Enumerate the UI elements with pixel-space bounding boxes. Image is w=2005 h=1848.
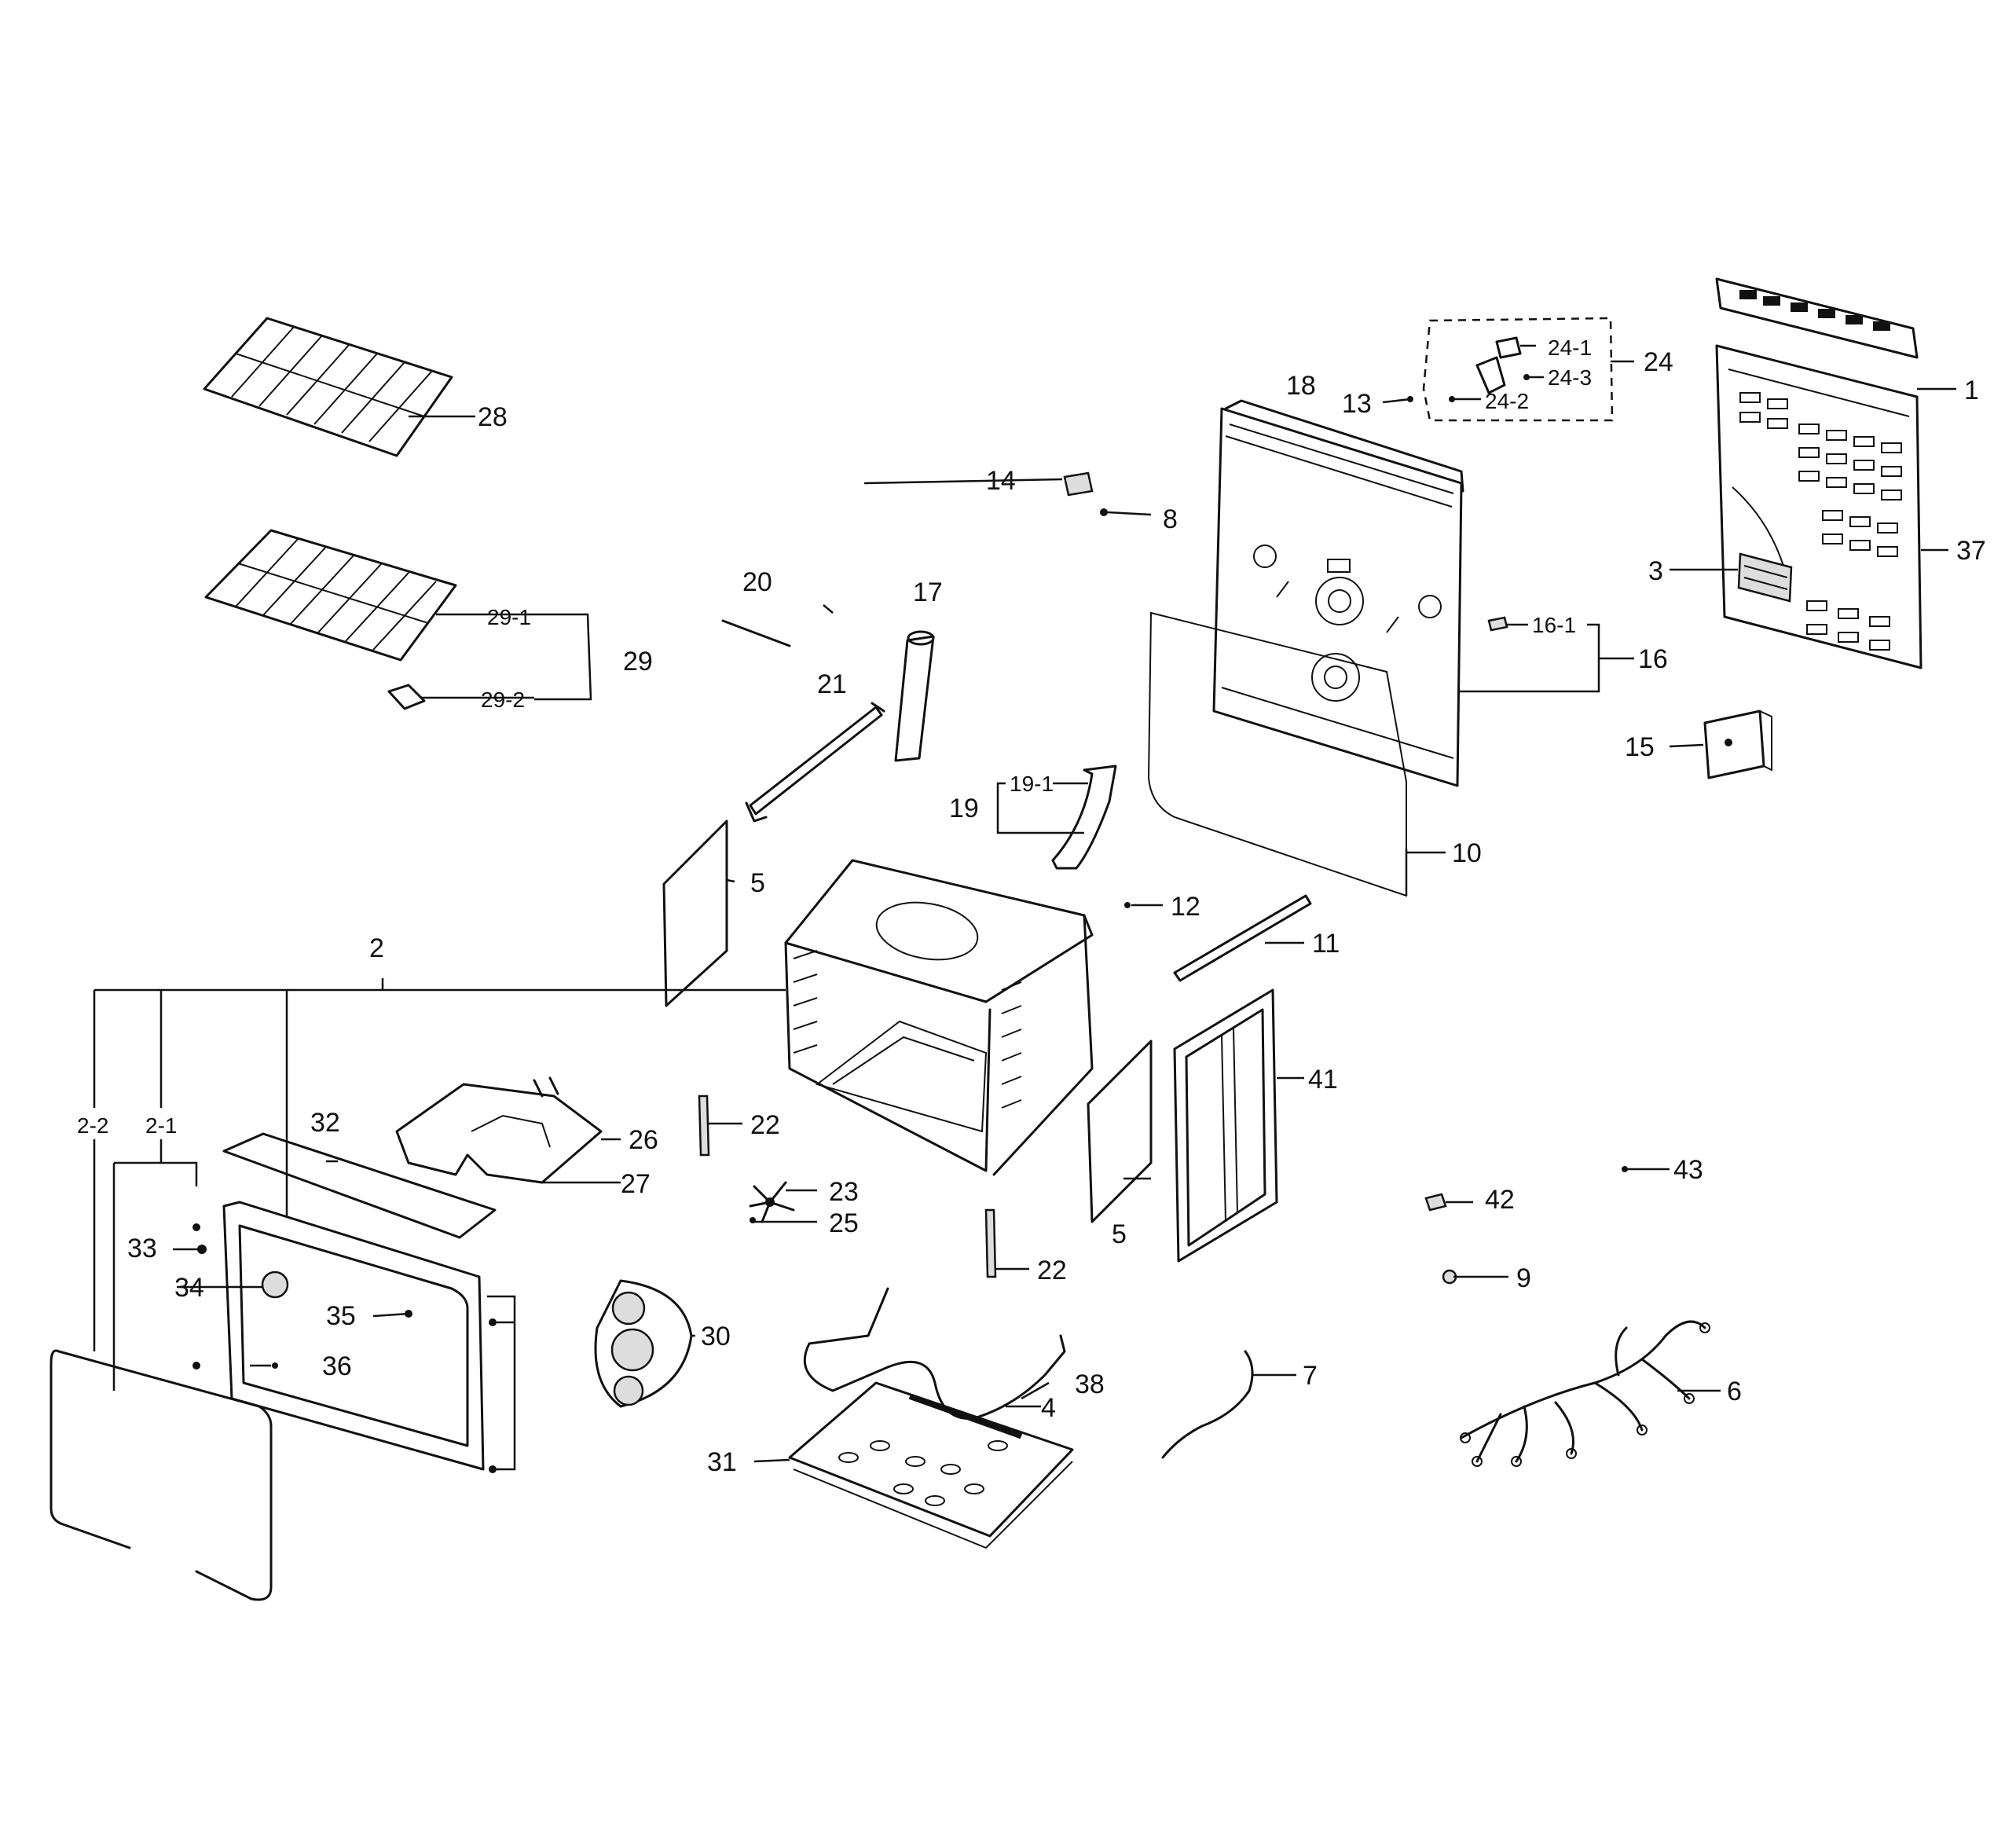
thermal-fuse-16-1	[1487, 616, 1508, 632]
label-29-2: 29-2	[481, 688, 525, 712]
oven-cavity	[784, 859, 1094, 1176]
hinge-receptacle-22b	[984, 1208, 997, 1278]
label-4: 4	[1041, 1393, 1056, 1423]
label-24-1: 24-1	[1548, 336, 1592, 360]
front-trim-32	[222, 1132, 497, 1239]
label-19-1: 19-1	[1010, 772, 1054, 796]
oven-rack-29	[204, 529, 457, 710]
bracket-15	[1703, 710, 1772, 779]
convection-heater-30	[594, 1279, 693, 1408]
door-gasket-2-2	[49, 1349, 273, 1601]
bake-element-4	[803, 1287, 1066, 1420]
label-6: 6	[1727, 1377, 1742, 1406]
label-14: 14	[986, 466, 1016, 496]
hinge-receptacle-22a	[698, 1094, 710, 1157]
label-33: 33	[127, 1234, 157, 1263]
label-38: 38	[1075, 1370, 1105, 1399]
label-2-2: 2-2	[77, 1113, 108, 1138]
duct-19	[1051, 764, 1117, 870]
rod-20	[721, 619, 791, 647]
side-insulation-5-left	[662, 820, 728, 1007]
label-30: 30	[701, 1322, 731, 1351]
label-7: 7	[1303, 1361, 1318, 1391]
door-switch-14	[1063, 471, 1094, 497]
label-29-1: 29-1	[487, 605, 531, 629]
label-1: 1	[1964, 376, 1979, 405]
slide-rail-11	[1173, 894, 1312, 982]
rear-frame-18	[1212, 399, 1464, 787]
label-23: 23	[829, 1177, 859, 1207]
insulation-blanket-10	[1147, 611, 1407, 897]
label-15: 15	[1625, 732, 1655, 762]
door-screws	[192, 1223, 497, 1473]
label-25: 25	[829, 1208, 859, 1238]
screw-8	[1100, 508, 1108, 516]
bottom-panel-31	[788, 1381, 1074, 1549]
label-36: 36	[322, 1351, 352, 1381]
label-24-2: 24-2	[1485, 389, 1529, 413]
fan-blade-23	[749, 1181, 795, 1223]
door-inner-panel-2-1	[222, 1201, 485, 1471]
label-9: 9	[1516, 1263, 1531, 1293]
component-42	[1424, 1193, 1447, 1212]
top-cover-1	[1715, 277, 1919, 359]
label-41: 41	[1308, 1065, 1338, 1094]
label-37: 37	[1956, 536, 1986, 566]
leader-lines	[93, 344, 1956, 1471]
label-11: 11	[1312, 929, 1340, 959]
label-16: 16	[1638, 644, 1668, 674]
sensor-group-24	[1407, 317, 1614, 422]
label-3: 3	[1648, 556, 1663, 586]
label-29: 29	[623, 647, 653, 676]
label-22b: 22	[1037, 1256, 1067, 1285]
label-16-1: 16-1	[1532, 613, 1576, 637]
label-12: 12	[1171, 892, 1200, 922]
slide-rail-21	[745, 702, 885, 823]
label-28: 28	[478, 402, 508, 432]
label-18: 18	[1286, 371, 1316, 401]
label-22a: 22	[750, 1110, 780, 1140]
label-31: 31	[707, 1447, 737, 1477]
side-insulation-5-right	[1087, 1040, 1153, 1223]
label-34: 34	[174, 1273, 204, 1303]
broil-element-26	[395, 1076, 603, 1184]
label-2-1: 2-1	[145, 1113, 177, 1138]
label-10: 10	[1452, 838, 1482, 868]
label-21: 21	[817, 669, 847, 699]
wire-harness-6	[1460, 1320, 1710, 1467]
callout-labels: 28 29-1 29 29-2 20 17 21 14 8 13 18 24-1…	[77, 336, 1986, 1477]
label-5a: 5	[750, 868, 765, 898]
label-13: 13	[1342, 389, 1372, 419]
label-2: 2	[369, 933, 384, 963]
wire-7	[1161, 1350, 1254, 1459]
filter-3	[1737, 552, 1793, 603]
label-17: 17	[913, 578, 943, 607]
screw-12	[1124, 902, 1131, 908]
label-5b: 5	[1112, 1219, 1127, 1249]
label-42: 42	[1485, 1185, 1515, 1215]
label-20: 20	[742, 567, 772, 597]
label-35: 35	[326, 1301, 356, 1331]
label-8: 8	[1163, 504, 1178, 534]
label-24: 24	[1644, 347, 1673, 377]
door-glass-41	[1173, 988, 1278, 1263]
label-27: 27	[621, 1169, 651, 1199]
oven-rack-28	[203, 317, 453, 457]
insulation-tube-17	[894, 630, 935, 762]
label-32: 32	[310, 1108, 340, 1138]
label-24-3: 24-3	[1548, 365, 1592, 390]
label-26: 26	[629, 1125, 658, 1155]
back-panel-37	[1715, 344, 1923, 669]
label-43: 43	[1673, 1155, 1703, 1185]
label-19: 19	[949, 794, 979, 823]
